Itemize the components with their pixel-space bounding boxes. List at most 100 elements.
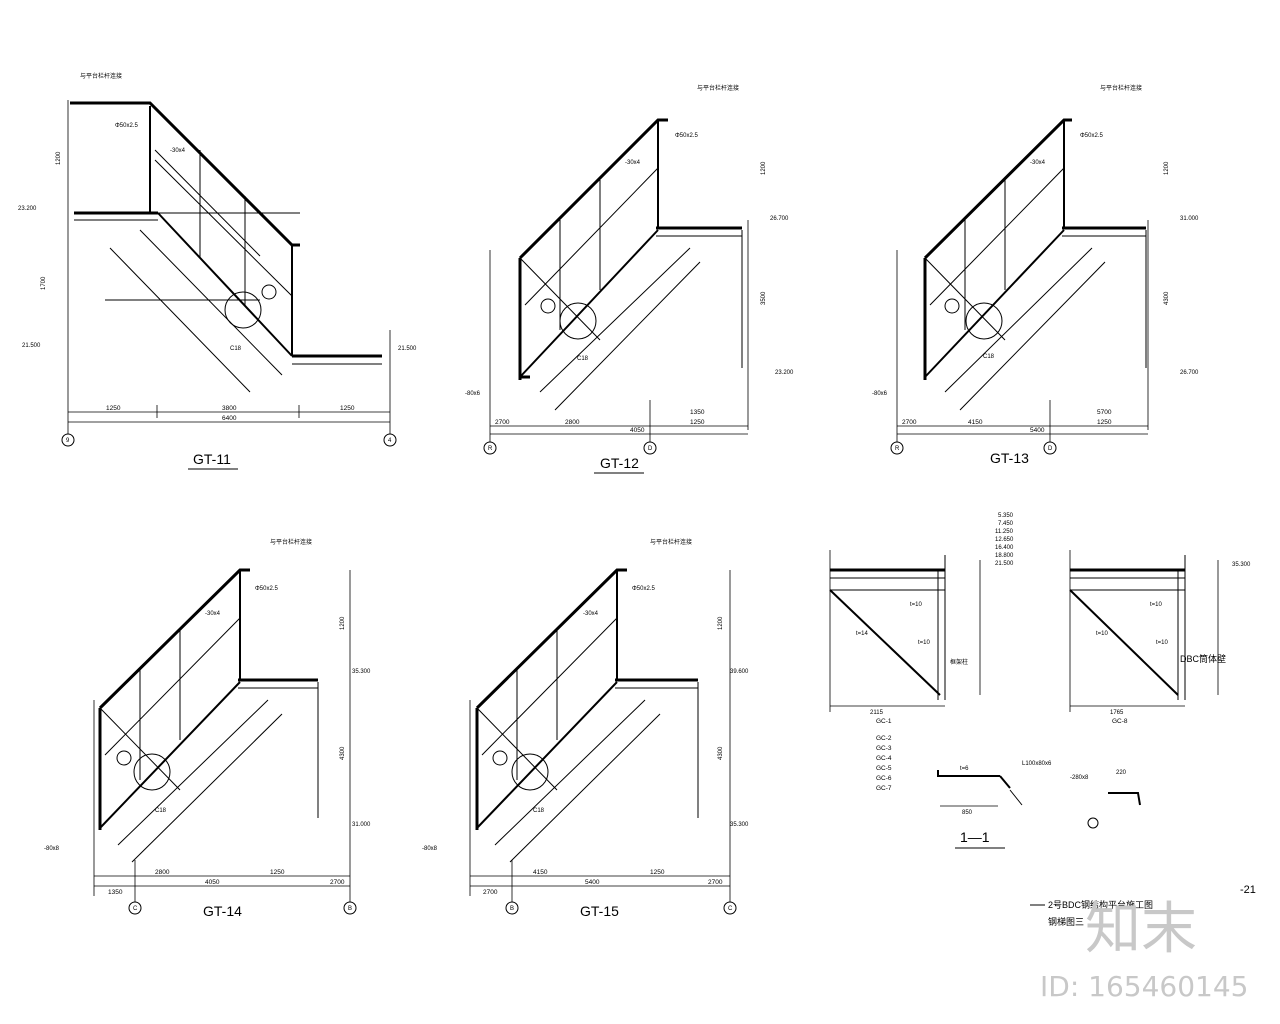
gc-list-6: GC-7 bbox=[876, 785, 892, 792]
gc1-elev-3: 11.250 bbox=[995, 529, 1014, 535]
gt15-dim-2: 1250 bbox=[650, 869, 665, 876]
gt12-dim-5: 1250 bbox=[690, 419, 705, 426]
gt15-axis-left: B bbox=[510, 906, 514, 912]
gt11-dim-total: 6400 bbox=[222, 415, 237, 422]
gt14-plate-left: -80x8 bbox=[44, 846, 60, 852]
gt15-handrail: Φ50x2.5 bbox=[632, 586, 655, 592]
gt11-channel: C18 bbox=[230, 346, 242, 352]
gt14-dim-4: 4050 bbox=[205, 879, 220, 886]
gt14-dim-3: 1350 bbox=[108, 889, 123, 896]
gt-14-drawing: 2800 1250 1350 4050 2700 与平台栏杆连接 Φ50x2.5… bbox=[44, 538, 371, 919]
gt11-axis-left: 9 bbox=[66, 438, 70, 444]
gt-11-drawing: 1250 3800 1250 6400 与平台栏杆连接 Φ50x2.5 -30x… bbox=[18, 72, 417, 470]
gt14-axis-left: C bbox=[133, 906, 138, 912]
watermark: 知末 ID: 165460145 bbox=[1040, 897, 1248, 1003]
gt12-note: 与平台栏杆连接 bbox=[697, 84, 739, 92]
section-plate: t=6 bbox=[960, 766, 969, 772]
title-block: -21 2号BDC钢结构平台施工图 钢梯图三 bbox=[1030, 884, 1256, 927]
sheet-number: -21 bbox=[1240, 884, 1256, 896]
gt15-axis-right: C bbox=[728, 906, 733, 912]
gt-13-drawing: 2700 4150 5700 5400 1250 与平台栏杆连接 Φ50x2.5… bbox=[872, 84, 1199, 466]
gt11-title: GT-11 bbox=[193, 451, 231, 467]
gt13-h2: 4300 bbox=[1164, 291, 1170, 305]
gt13-dim-4: 5400 bbox=[1030, 427, 1045, 434]
gt15-flat: -30x4 bbox=[583, 611, 599, 617]
gt13-plate-left: -80x6 bbox=[872, 391, 888, 397]
watermark-brand: 知末 bbox=[1085, 897, 1197, 962]
gc1-t2: t=14 bbox=[856, 631, 869, 637]
gt14-h2: 4300 bbox=[340, 746, 346, 760]
gc8-t2: t=10 bbox=[1096, 631, 1109, 637]
gt15-dim-5: 2700 bbox=[708, 879, 723, 886]
title-line-2: 钢梯图三 bbox=[1048, 916, 1084, 927]
gt14-title: GT-14 bbox=[203, 903, 242, 919]
gt13-dim-2: 4150 bbox=[968, 419, 983, 426]
gt13-axis-right: D bbox=[1048, 446, 1053, 452]
gt13-title: GT-13 bbox=[990, 450, 1029, 466]
gt15-h2: 4300 bbox=[718, 746, 724, 760]
gc-list-2: GC-3 bbox=[876, 745, 892, 752]
gt12-h2: 3500 bbox=[761, 291, 767, 305]
gt13-elev-bottom: 26.700 bbox=[1180, 370, 1199, 376]
gt11-elev-right: 21.500 bbox=[398, 346, 417, 352]
gt15-dim-1: 4150 bbox=[533, 869, 548, 876]
gt12-dim-2: 2800 bbox=[565, 419, 580, 426]
gt12-dim-1: 2700 bbox=[495, 419, 510, 426]
gt13-dim-3: 5700 bbox=[1097, 409, 1112, 416]
gt11-h1: 1200 bbox=[56, 151, 62, 165]
gc-list-5: GC-6 bbox=[876, 775, 892, 782]
gc-8-detail: 1765 t=10 t=10 t=10 DBC筒体壁 35.300 GC-8 bbox=[1069, 550, 1251, 725]
gt12-dim-4: 1350 bbox=[690, 409, 705, 416]
title-line-1: 2号BDC钢结构平台施工图 bbox=[1048, 899, 1153, 910]
gt11-note: 与平台栏杆连接 bbox=[80, 72, 122, 80]
gt15-plate-left: -80x8 bbox=[422, 846, 438, 852]
gt11-elev-top: 23.200 bbox=[18, 206, 37, 212]
gt13-channel: C18 bbox=[983, 354, 995, 360]
gt11-dim-2: 3800 bbox=[222, 405, 237, 412]
gt14-dim-2: 1250 bbox=[270, 869, 285, 876]
gt12-title: GT-12 bbox=[600, 455, 639, 471]
gt12-h1: 1200 bbox=[761, 161, 767, 175]
gt14-h1: 1200 bbox=[340, 616, 346, 630]
gt14-dim-5: 2700 bbox=[330, 879, 345, 886]
gt15-channel: C18 bbox=[533, 808, 545, 814]
gc1-dim-bottom: 2115 bbox=[870, 710, 884, 716]
section-angle: L100x80x6 bbox=[1022, 761, 1052, 767]
gc1-elev-1: 5.350 bbox=[998, 513, 1014, 519]
gt15-dim-3: 2700 bbox=[483, 889, 498, 896]
gt13-handrail: Φ50x2.5 bbox=[1080, 133, 1103, 139]
gt11-elev-bottom: 21.500 bbox=[22, 343, 41, 349]
gc1-elev-7: 21.500 bbox=[995, 561, 1014, 567]
gt15-elev-top: 39.600 bbox=[730, 669, 749, 675]
gt15-h1: 1200 bbox=[718, 616, 724, 630]
gt11-h2: 1700 bbox=[41, 276, 47, 290]
gt11-axis-right: 4 bbox=[388, 438, 392, 444]
gt14-elev-top: 35.300 bbox=[352, 669, 371, 675]
gt12-axis-right: D bbox=[648, 446, 653, 452]
gt14-handrail: Φ50x2.5 bbox=[255, 586, 278, 592]
gt13-dim-5: 1250 bbox=[1097, 419, 1112, 426]
gc1-t3: t=10 bbox=[918, 640, 931, 646]
watermark-id: ID: 165460145 bbox=[1040, 970, 1248, 1003]
gc1-title: GC-1 bbox=[876, 718, 892, 725]
gt13-dim-1: 2700 bbox=[902, 419, 917, 426]
gt13-h1: 1200 bbox=[1164, 161, 1170, 175]
gt12-flat: -30x4 bbox=[625, 160, 641, 166]
gt14-channel: C18 bbox=[155, 808, 167, 814]
gc1-elev-2: 7.450 bbox=[998, 521, 1014, 527]
gc1-elev-6: 18.800 bbox=[995, 553, 1014, 559]
gc8-dim-bottom: 1765 bbox=[1110, 710, 1124, 716]
gt12-elev-top: 26.700 bbox=[770, 216, 789, 222]
gc1-elev-5: 16.400 bbox=[995, 545, 1014, 551]
gt14-note: 与平台栏杆连接 bbox=[270, 538, 312, 546]
gc1-elev-4: 12.650 bbox=[995, 537, 1014, 543]
section-1-1: t=6 L100x80x6 850 1—1 -280x8 220 bbox=[937, 761, 1141, 849]
gc-list-3: GC-4 bbox=[876, 755, 892, 762]
gt14-flat: -30x4 bbox=[205, 611, 221, 617]
gt15-dim-4: 5400 bbox=[585, 879, 600, 886]
gt11-handrail: Φ50x2.5 bbox=[115, 123, 138, 129]
gt11-flat: -30x4 bbox=[170, 148, 186, 154]
gt12-plate-left: -80x6 bbox=[465, 391, 481, 397]
gt12-elev-bottom: 23.200 bbox=[775, 370, 794, 376]
section-dim: 850 bbox=[962, 810, 973, 816]
